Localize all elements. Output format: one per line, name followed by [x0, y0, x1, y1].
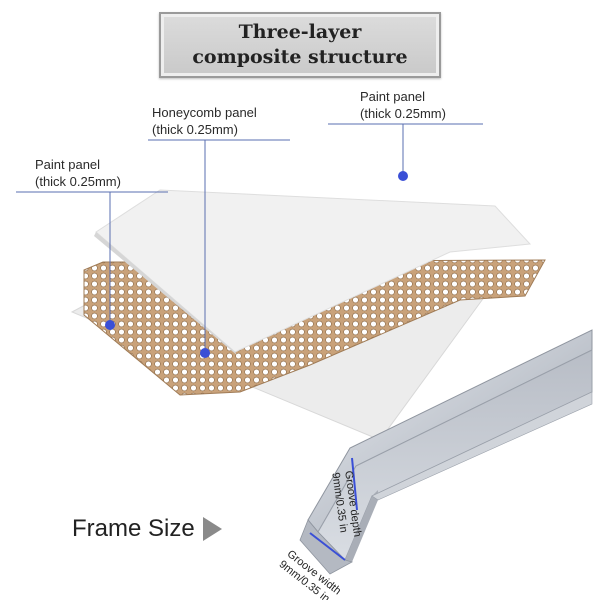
title-line-1: Three-layer: [238, 21, 362, 43]
title-plate: Three-layer composite structure: [159, 12, 441, 78]
title-line-2: composite structure: [192, 46, 408, 68]
top-paint-spec: (thick 0.25mm): [360, 106, 446, 121]
callout-dot-top-paint: [398, 171, 408, 181]
callout-dot-honeycomb: [200, 348, 210, 358]
top-paint-name: Paint panel: [360, 89, 426, 104]
bottom-paint-spec: (thick 0.25mm): [35, 174, 121, 189]
bottom-paint-name: Paint panel: [35, 157, 101, 172]
honeycomb-name: Honeycomb panel: [152, 105, 257, 120]
callout-dot-bottom-paint: [105, 320, 115, 330]
honeycomb-label: Honeycomb panel (thick 0.25mm): [152, 104, 257, 138]
triangle-right-icon: [203, 517, 222, 541]
aluminum-frame-profile: [299, 329, 593, 575]
frame-size-label: Frame Size: [72, 515, 195, 542]
bottom-paint-label: Paint panel (thick 0.25mm): [35, 156, 121, 190]
top-paint-label: Paint panel (thick 0.25mm): [360, 88, 446, 122]
honeycomb-spec: (thick 0.25mm): [152, 122, 238, 137]
